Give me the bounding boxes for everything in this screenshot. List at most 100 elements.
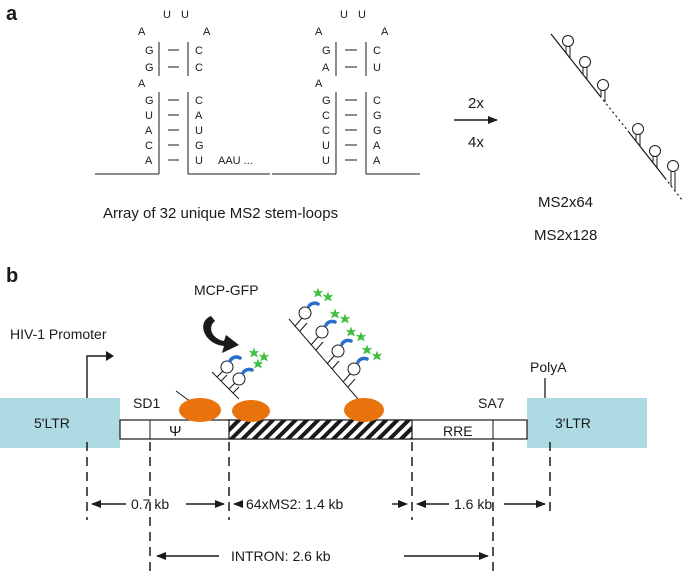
stem-nt: A [373,140,381,152]
loop-nt: U [358,9,366,21]
stem-nt: U [195,125,203,137]
curved-arrow-icon [203,316,239,353]
stem-nt: U [145,110,153,122]
ms2-cassette [228,419,413,440]
gfp-star [345,326,357,337]
gfp-star [258,351,270,362]
stem-nt: U [373,62,381,74]
hairpin-2: U U A A G A C U A G C C U U C G G A A [272,9,420,175]
stem-nt: C [195,95,203,107]
sa7-label: SA7 [478,395,505,411]
loop-nt: U [163,9,171,21]
stem-nt: U [195,155,203,167]
stem-nt: G [373,125,382,137]
loop-nt: A [138,26,146,38]
rna-polymerase [344,398,384,422]
mini-stem-loop [579,56,591,79]
bulge-nt: A [315,78,323,90]
stem-nt: A [145,125,153,137]
stem-nt: U [322,155,330,167]
gfp-star [248,347,260,358]
gfp-star [361,344,373,355]
mini-stem-loop [649,145,661,168]
ltr-3-label: 3'LTR [555,415,591,431]
mcp-dimer [340,338,353,346]
stem-nt: G [145,45,154,57]
stem-nt: G [145,62,154,74]
loop-nt: A [315,26,323,38]
array-backbone-dashed [664,177,683,201]
array-backbone [627,130,666,179]
stem-nt: C [195,62,203,74]
gfp-star [312,287,324,298]
nascent-rna-1 [211,360,246,400]
mcp-coat-proteins [228,301,369,375]
arrow-label-4x: 4x [468,134,484,151]
mcp-dimer [324,319,337,327]
stem-nt: C [145,140,153,152]
mcp-dimer [228,355,242,363]
dist-0-7kb: 0.7 kb [131,496,169,512]
mini-stem-loop [597,79,609,102]
gfp-star [371,350,383,361]
stem-nt: G [322,95,331,107]
stem-nt: G [373,110,382,122]
tail-sequence: AAU ... [218,155,253,167]
mcp-gfp-label: MCP-GFP [194,282,259,298]
stem-nt: A [322,62,330,74]
loop-nt: A [203,26,211,38]
stem-nt: C [373,95,381,107]
loop-nt: U [181,9,189,21]
arrow-label-2x: 2x [468,95,484,112]
nascent-rna-2 [288,306,361,400]
promoter-arrowhead [106,351,114,361]
stem-nt: C [373,45,381,57]
stem-nt: G [322,45,331,57]
mcp-dimer [356,356,369,364]
stem-nt: C [195,45,203,57]
dist-1-6kb: 1.6 kb [454,496,492,512]
mini-stem-loop [632,123,644,146]
panel-b-letter: b [6,265,18,287]
loop-nt: A [381,26,389,38]
rre-label: RRE [443,423,473,439]
rna-polymerase [232,400,270,422]
gfp-star [322,291,334,302]
psi-label: Ψ [169,423,182,440]
stem-nt: U [322,140,330,152]
stem-nt: A [195,110,203,122]
polya-label: PolyA [530,359,567,375]
ltr-5-label: 5'LTR [34,415,70,431]
gfp-star [339,313,351,324]
stem-nt: G [195,140,204,152]
mcp-dimer [241,367,254,375]
hairpin-1: U U A A G G C C A G U A C A C A U G U AA… [95,9,270,175]
mini-stem-loop [562,35,574,58]
gfp-markers [248,287,383,369]
boundary-guides [86,442,551,572]
stem-nt: C [322,125,330,137]
result-label-64: MS2x64 [538,194,593,211]
ltr-5-box [0,398,120,448]
promoter-arrow [86,355,110,398]
stem-nt: C [322,110,330,122]
promoter-label: HIV-1 Promoter [10,326,107,342]
mini-stem-loop [667,160,679,191]
stem-nt: A [145,155,153,167]
result-label-128: MS2x128 [534,227,597,244]
ltr-3-box [527,398,647,448]
array-backbone-dashed [599,95,629,132]
array-backbone [550,33,601,97]
intron-label: INTRON: 2.6 kb [231,548,331,564]
rna-polymerase [179,398,221,422]
loop-nt: U [340,9,348,21]
array-caption: Array of 32 unique MS2 stem-loops [103,205,338,222]
sd1-label: SD1 [133,395,160,411]
stem-nt: G [145,95,154,107]
mcp-dimer [307,301,320,308]
stem-nt: A [373,155,381,167]
gfp-star [355,331,367,342]
stem-loop-array-icon [550,33,683,201]
gfp-star [329,308,341,319]
